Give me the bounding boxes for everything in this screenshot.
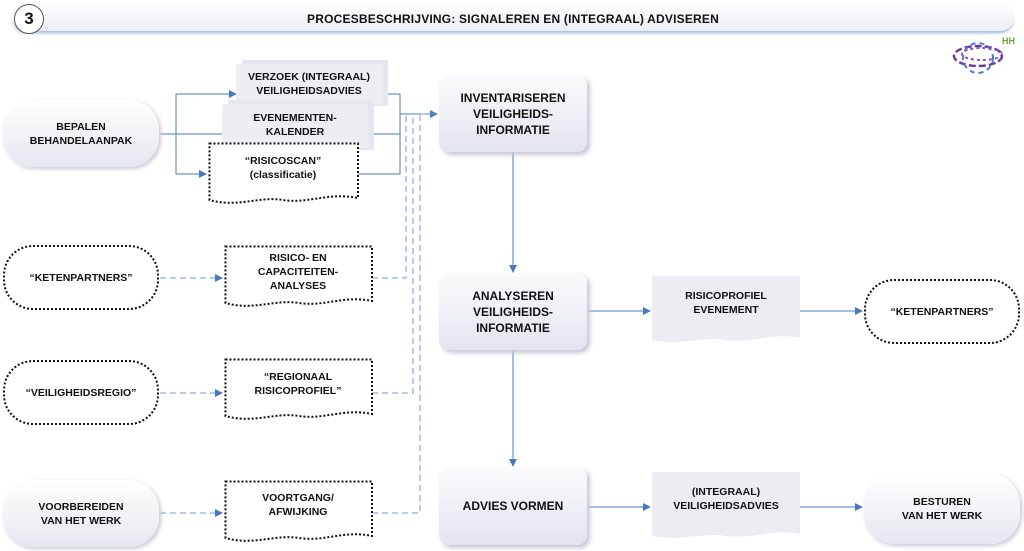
- page-title: PROCESBESCHRIJVING: SIGNALEREN EN (INTEG…: [307, 12, 719, 26]
- verzoek-document-node: VERZOEK (INTEGRAAL)VEILIGHEIDSADVIES: [236, 60, 388, 112]
- advies-vormen-process-node: ADVIES VORMEN: [439, 467, 587, 545]
- evenementenkalender-document-node: EVENEMENTEN-KALENDER: [222, 100, 374, 156]
- step-number-badge: 3: [14, 4, 44, 34]
- integraal-veiligheidsadvies-document-node: (INTEGRAAL)VEILIGHEIDSADVIES: [652, 472, 802, 542]
- hh-swirl-logo-icon: HH: [948, 34, 1016, 85]
- risicoscan-document-node: “RISICOSCAN”(classificatie): [208, 142, 360, 206]
- ketenpartners-right-node: “KETENPARTNERS”: [864, 279, 1020, 344]
- header-bar: PROCESBESCHRIJVING: SIGNALEREN EN (INTEG…: [12, 3, 1014, 31]
- voortgang-afwijking-document-node: VOORTGANG/AFWIJKING: [224, 480, 374, 544]
- veiligheidsregio-node: “VEILIGHEIDSREGIO”: [3, 360, 159, 425]
- logo-text: HH: [1002, 36, 1015, 46]
- ketenpartners-left-node: “KETENPARTNERS”: [3, 245, 159, 310]
